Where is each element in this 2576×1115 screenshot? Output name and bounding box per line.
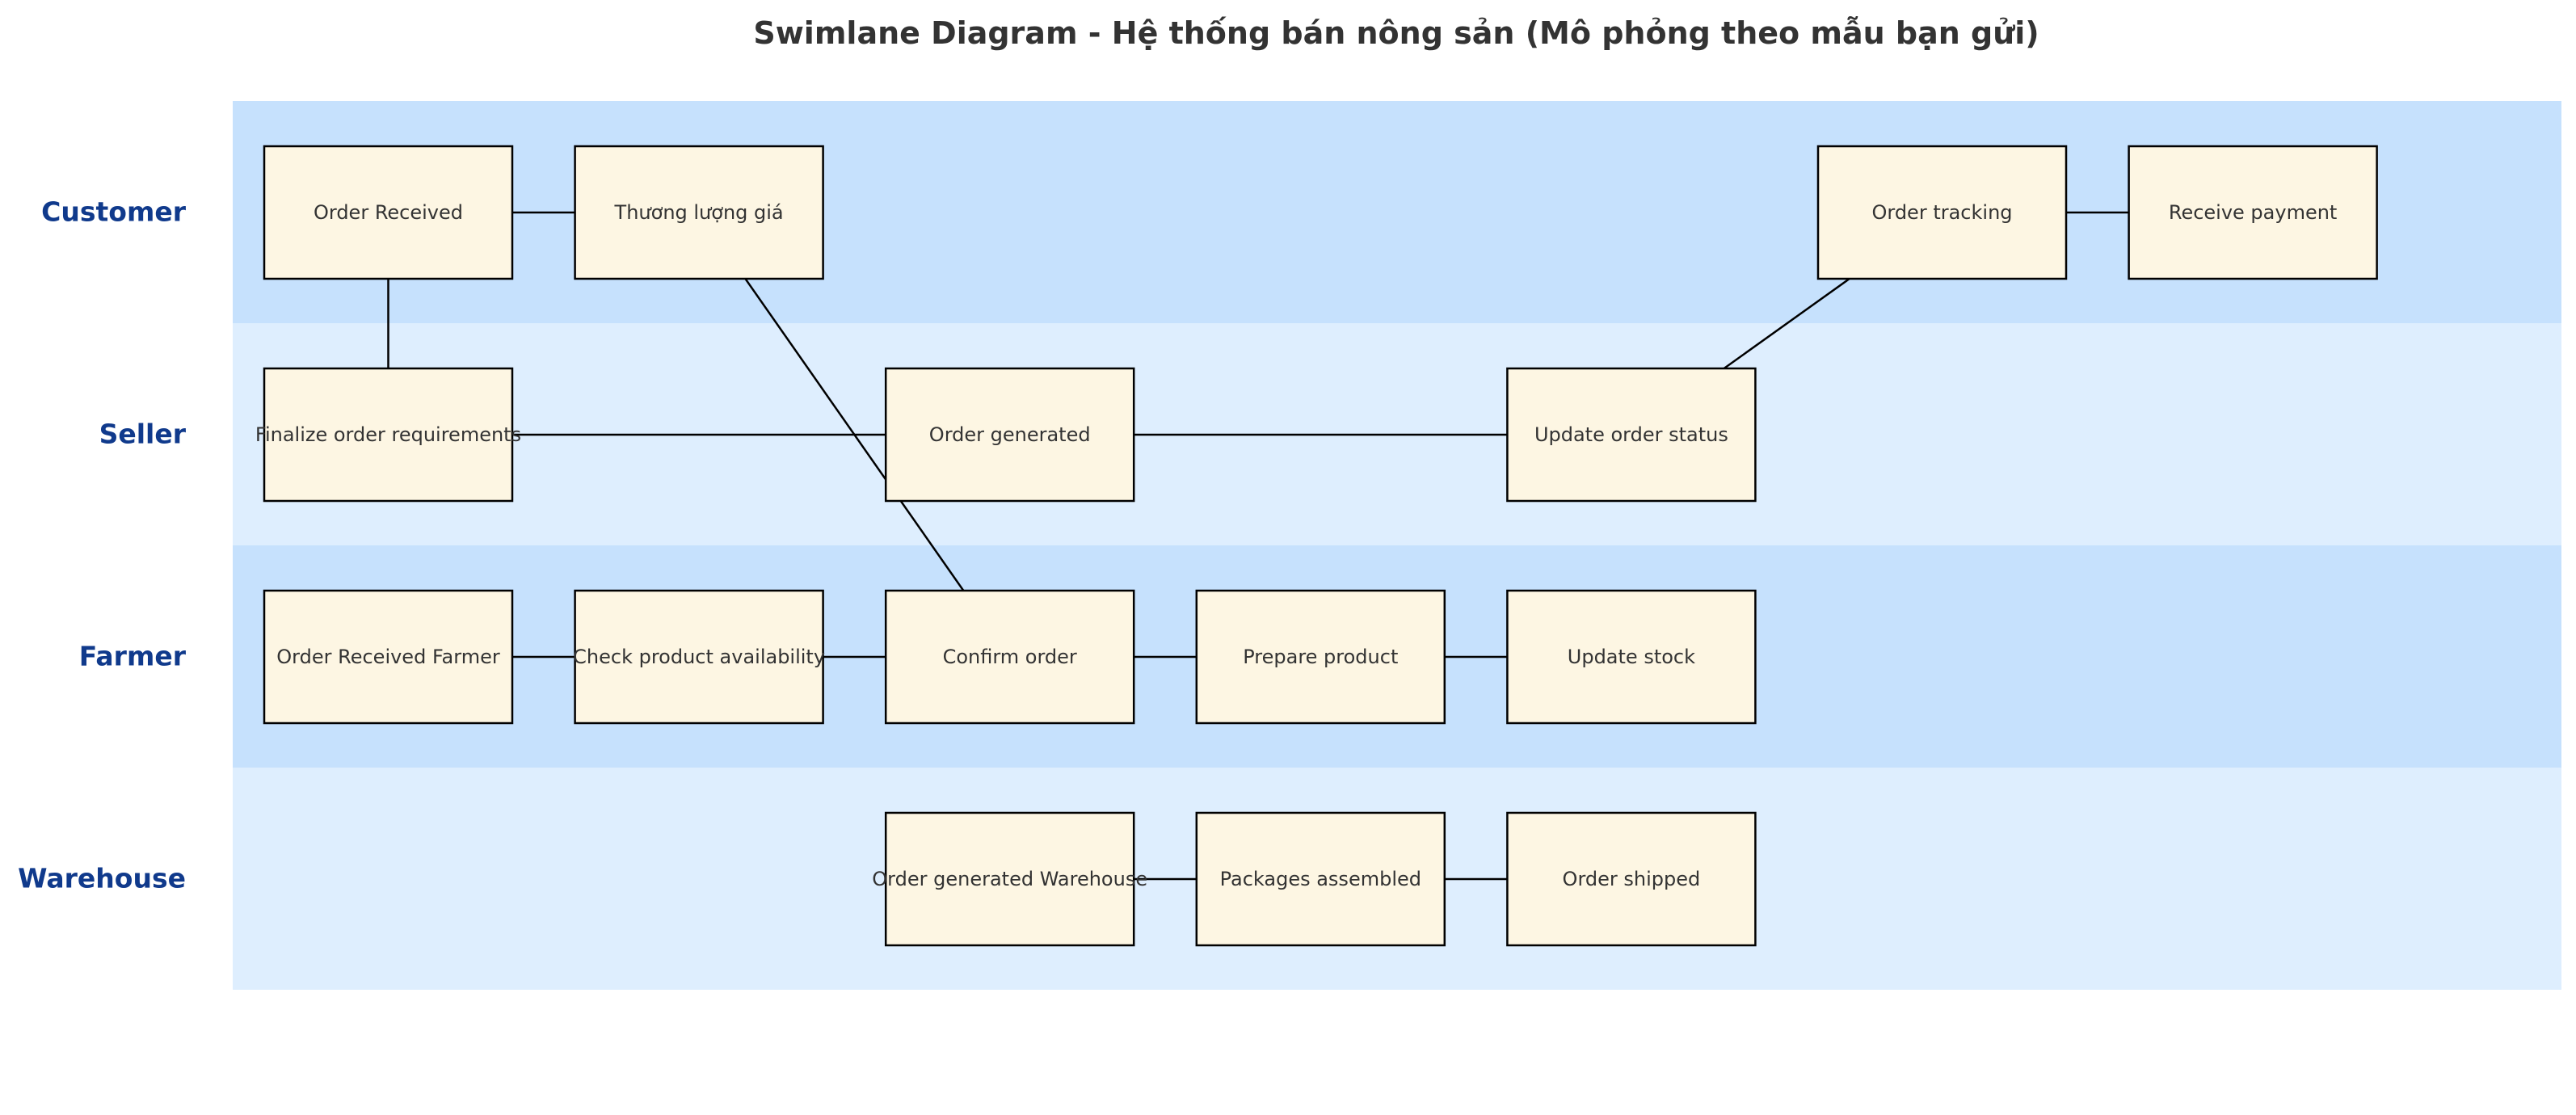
node-order-generated[interactable]: Order generated [884, 367, 1135, 503]
lane-label-warehouse: Warehouse [18, 863, 186, 894]
node-label: Order shipped [1563, 868, 1701, 890]
lane-label-customer: Customer [41, 196, 187, 228]
node-order-generated-warehouse[interactable]: Order generated Warehouse [872, 811, 1147, 947]
node-box [884, 811, 1135, 947]
node-label: Confirm order [943, 646, 1077, 668]
node-box [574, 589, 824, 725]
node-order-shipped[interactable]: Order shipped [1506, 811, 1757, 947]
node-box [1195, 811, 1446, 947]
edges-layer [389, 212, 2142, 879]
node-box [1506, 367, 1757, 503]
node-order-received-farmer[interactable]: Order Received Farmer [263, 589, 514, 725]
node-label: Order Received [314, 201, 463, 224]
lane-label-farmer: Farmer [79, 641, 187, 672]
node-box [1506, 811, 1757, 947]
node-check-product-availability[interactable]: Check product availability [573, 589, 825, 725]
node-label: Thương lượng giá [614, 201, 784, 224]
node-receive-payment[interactable]: Receive payment [2128, 145, 2378, 280]
node-box [263, 367, 514, 503]
node-finalize-order-requirements[interactable]: Finalize order requirements [255, 367, 521, 503]
node-label: Finalize order requirements [255, 423, 521, 446]
node-box [1195, 589, 1446, 725]
node-label: Receive payment [2169, 201, 2338, 224]
node-box [884, 589, 1135, 725]
nodes-layer: Order Received Thương lượng giá Order trac… [255, 145, 2378, 947]
lane-label-seller: Seller [99, 419, 187, 450]
node-box [884, 367, 1135, 503]
diagram-title: Swimlane Diagram - Hệ thống bán nông sản… [753, 15, 2039, 51]
node-box [2128, 145, 2378, 280]
node-confirm-order[interactable]: Confirm order [884, 589, 1135, 725]
node-update-order-status[interactable]: Update order status [1506, 367, 1757, 503]
node-label: Prepare product [1243, 646, 1398, 668]
node-box [1506, 589, 1757, 725]
node-box [263, 589, 514, 725]
node-label: Order Received Farmer [276, 646, 500, 668]
node-order-received[interactable]: Order Received [263, 145, 514, 280]
node-packages-assembled[interactable]: Packages assembled [1195, 811, 1446, 947]
node-label: Packages assembled [1220, 868, 1421, 890]
node-thuong-luong-gia[interactable]: Thương lượng giá [574, 145, 824, 280]
node-label: Order generated [929, 423, 1091, 446]
node-label: Check product availability [573, 646, 825, 668]
node-box [263, 145, 514, 280]
node-box [574, 145, 824, 280]
node-prepare-product[interactable]: Prepare product [1195, 589, 1446, 725]
node-order-tracking[interactable]: Order tracking [1816, 145, 2068, 280]
node-update-stock[interactable]: Update stock [1506, 589, 1757, 725]
node-label: Order tracking [1871, 201, 2012, 224]
node-label: Update order status [1534, 423, 1728, 446]
node-label: Update stock [1568, 646, 1695, 668]
node-label: Order generated Warehouse [872, 868, 1147, 890]
node-box [1816, 145, 2068, 280]
